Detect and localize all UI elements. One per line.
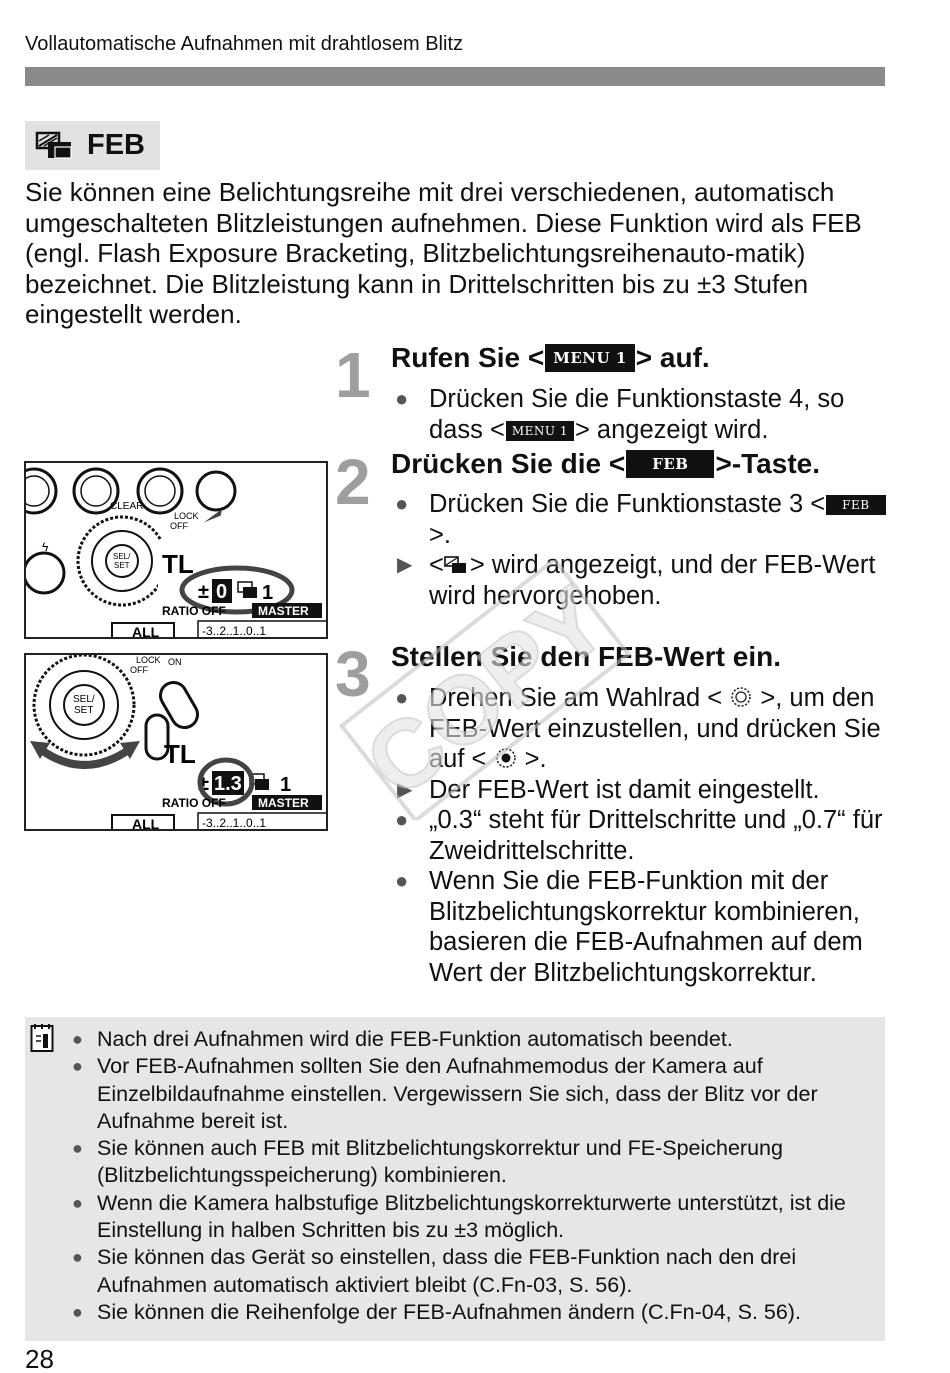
step-1-number: 1 — [335, 339, 371, 411]
svg-text:SEL/: SEL/ — [113, 552, 131, 561]
step-2-bullets: ● Drücken Sie die Funktionstaste 3 <FEB>… — [391, 489, 891, 611]
step-2-title-pre: Drücken Sie die < — [391, 448, 626, 479]
svg-text:SET: SET — [114, 561, 130, 570]
running-header: Vollautomatische Aufnahmen mit drahtlose… — [25, 33, 463, 55]
step-3-number: 3 — [335, 638, 371, 710]
svg-text:TL: TL — [164, 739, 196, 769]
bullet-dot-icon: ● — [72, 1029, 83, 1049]
svg-text:ALL: ALL — [132, 624, 160, 637]
svg-text:MASTER: MASTER — [258, 604, 309, 618]
section-title-box: FEB — [25, 121, 160, 170]
step-3-title: Stellen Sie den FEB-Wert ein. — [391, 641, 782, 672]
svg-text:±: ± — [198, 773, 209, 795]
step-2-title: Drücken Sie die < FEB >-Taste. — [391, 448, 820, 480]
list-item: ● Drehen Sie am Wahlrad < >, um den FEB-… — [395, 684, 881, 773]
svg-text:ON: ON — [168, 657, 182, 667]
svg-text:ALL: ALL — [132, 816, 160, 829]
bullet-dot-icon: ● — [72, 1138, 83, 1159]
svg-text:1: 1 — [262, 582, 273, 604]
svg-text:±: ± — [198, 581, 209, 603]
svg-text:TL: TL — [162, 549, 194, 579]
svg-text:ϟ: ϟ — [42, 540, 49, 554]
svg-text:LOCK: LOCK — [136, 655, 161, 665]
svg-text:0: 0 — [216, 581, 227, 603]
svg-text:RATIO OFF: RATIO OFF — [162, 796, 226, 810]
list-item: ● Drücken Sie die Funktionstaste 3 <FEB>… — [391, 489, 891, 550]
list-item: ● Wenn Sie die FEB-Funktion mit der Blit… — [395, 867, 863, 987]
step-2-title-post: >-Taste. — [715, 448, 821, 479]
bullet-dot-icon: ● — [395, 386, 409, 411]
step-1-bullets: ● Drücken Sie die Funktionstaste 4, so d… — [391, 384, 891, 445]
feb-icon — [35, 131, 72, 159]
list-item: ●Nach drei Aufnahmen wird die FEB-Funkti… — [72, 1026, 872, 1053]
step-2-number: 2 — [335, 446, 371, 518]
feb-button-label: FEB — [826, 495, 886, 516]
list-item: ●Sie können die Reihenfolge der FEB-Aufn… — [72, 1299, 872, 1326]
bullet-dot-icon: ● — [395, 868, 409, 893]
list-item: ●Sie können auch FEB mit Blitzbelichtung… — [72, 1136, 783, 1188]
bullet-dot-icon: ● — [395, 685, 409, 710]
feb-icon — [444, 556, 466, 573]
memo-note-icon — [30, 1024, 54, 1052]
result-arrow-icon: ▶ — [397, 778, 413, 801]
list-item: ●Wenn die Kamera halbstufige Blitzbelich… — [72, 1190, 846, 1243]
svg-text:SET: SET — [74, 705, 93, 716]
intro-paragraph: Sie können eine Belichtungsreihe mit dre… — [25, 177, 862, 330]
bullet-dot-icon: ● — [72, 1247, 83, 1268]
list-item: ●Vor FEB-Aufnahmen sollten Sie den Aufna… — [72, 1054, 818, 1133]
list-item: ▶ Der FEB-Wert ist damit eingestellt. — [397, 775, 820, 804]
svg-text:-3..2..1..0..1: -3..2..1..0..1 — [202, 816, 266, 829]
step-1-title-pre: Rufen Sie < — [391, 342, 545, 373]
set-button-icon — [495, 748, 516, 768]
notes-list: ●Nach drei Aufnahmen wird die FEB-Funkti… — [72, 1026, 872, 1326]
list-item: ●Sie können das Gerät so einstellen, das… — [72, 1245, 797, 1297]
svg-text:1.3: 1.3 — [214, 773, 242, 795]
bullet-dot-icon: ● — [395, 491, 409, 516]
bullet-dot-icon: ● — [72, 1301, 83, 1322]
svg-text:LOCK: LOCK — [174, 511, 199, 521]
step-3-bullets: ● Drehen Sie am Wahlrad < >, um den FEB-… — [391, 683, 891, 988]
svg-text:SEL/: SEL/ — [73, 694, 95, 705]
page-number: 28 — [25, 1344, 54, 1373]
menu1-button-label: MENU 1 — [505, 420, 574, 441]
step-1-title: Rufen Sie < MENU 1 > auf. — [391, 342, 710, 374]
svg-text:OFF: OFF — [130, 665, 148, 675]
flash-panel-illustration-1: CLEAR LOCK OFF SEL/ SET ϟ TL ± 0 1 RATIO… — [24, 461, 328, 639]
flash-panel-illustration-2: SEL/ SET LOCK OFF ON TL ± 1.3 1 RATIO OF… — [24, 653, 328, 831]
result-arrow-icon: ▶ — [397, 554, 413, 576]
bullet-dot-icon: ● — [72, 1056, 83, 1077]
notes-box: ●Nach drei Aufnahmen wird die FEB-Funkti… — [25, 1017, 885, 1341]
header-divider-bar — [25, 67, 885, 86]
dial-icon — [731, 687, 751, 707]
feb-button-label: FEB — [626, 450, 715, 478]
bullet-dot-icon: ● — [72, 1192, 83, 1213]
svg-text:MASTER: MASTER — [258, 796, 309, 810]
list-item: ● Drücken Sie die Funktionstaste 4, so d… — [395, 385, 845, 444]
svg-text:1: 1 — [280, 774, 291, 796]
list-item: ▶ <> wird angezeigt, und der FEB-Wert wi… — [397, 551, 876, 610]
menu1-button-label: MENU 1 — [545, 344, 635, 372]
svg-text:-3..2..1..0..1: -3..2..1..0..1 — [202, 624, 266, 637]
svg-text:CLEAR: CLEAR — [110, 501, 143, 512]
section-title: FEB — [87, 129, 145, 161]
step-1-title-post: > auf. — [635, 342, 710, 373]
list-item: ● „0.3“ steht für Drittelschritte und „0… — [395, 806, 883, 865]
svg-text:RATIO OFF: RATIO OFF — [162, 604, 226, 618]
svg-text:OFF: OFF — [170, 521, 188, 531]
bullet-dot-icon: ● — [395, 807, 409, 832]
